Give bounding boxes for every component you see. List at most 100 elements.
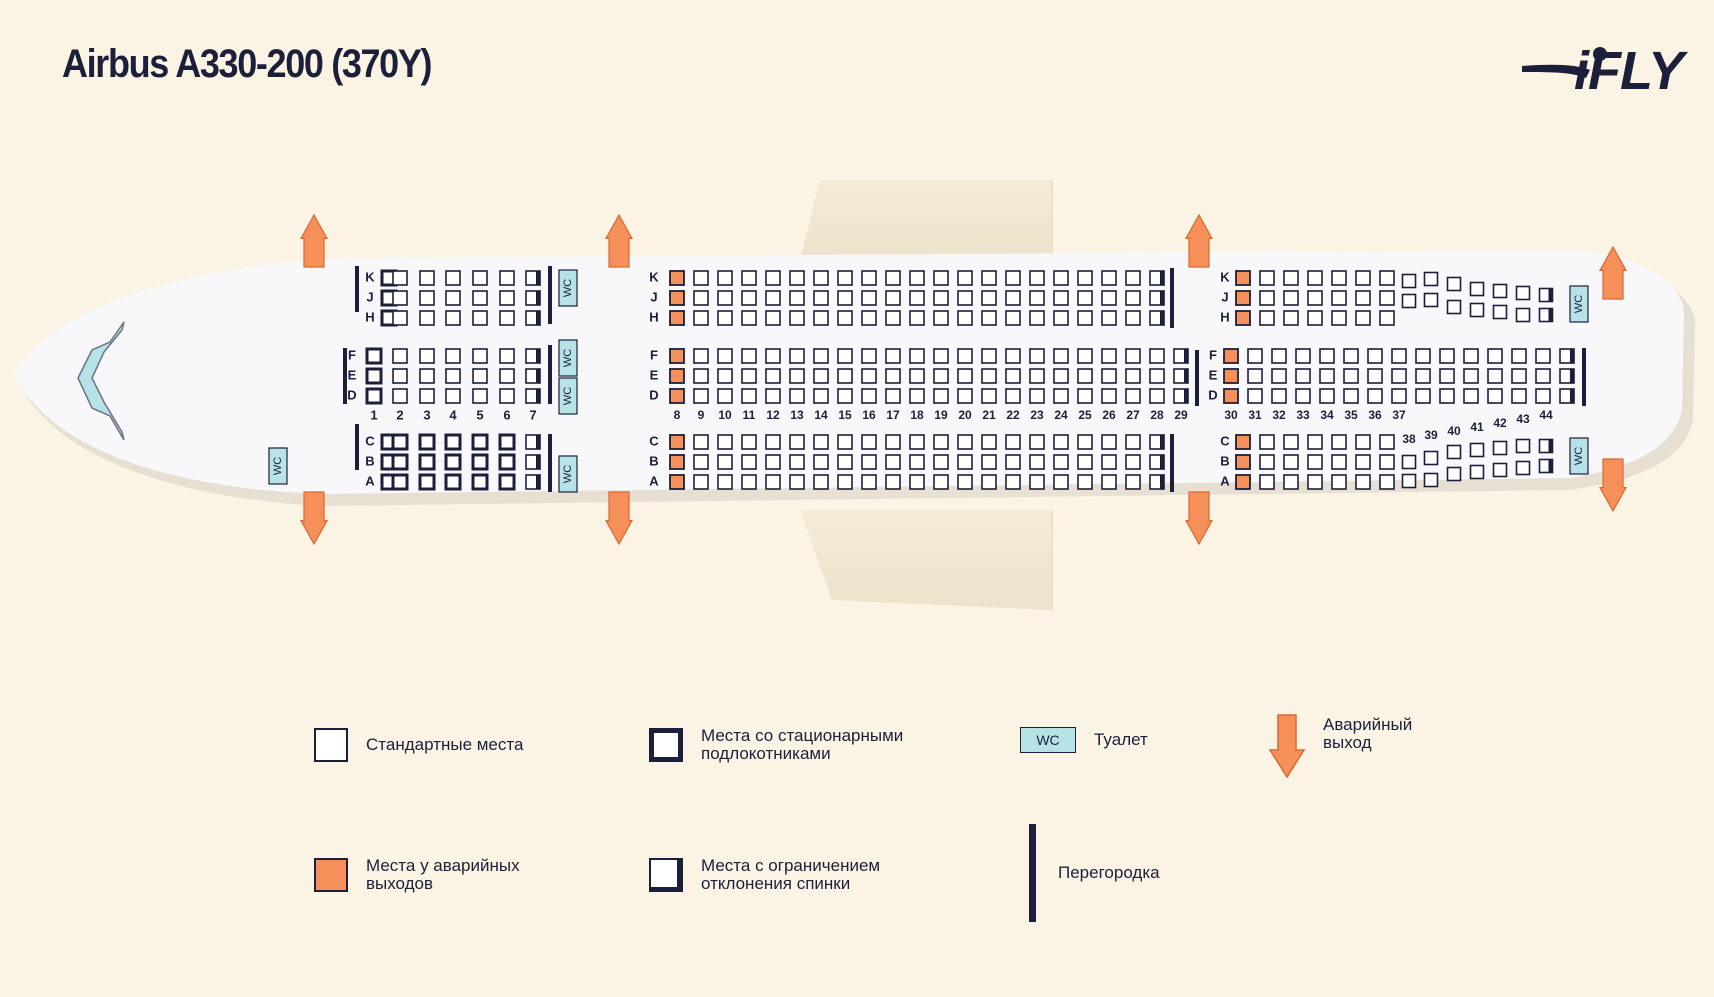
seat[interactable]	[1379, 270, 1395, 286]
seat[interactable]	[1247, 368, 1263, 384]
seat[interactable]	[1101, 348, 1117, 364]
seat[interactable]	[741, 434, 757, 450]
seat[interactable]	[1053, 348, 1069, 364]
seat[interactable]	[885, 434, 901, 450]
seat[interactable]	[1331, 310, 1347, 326]
seat[interactable]	[392, 290, 408, 306]
seat[interactable]	[1307, 434, 1323, 450]
seat[interactable]	[1367, 388, 1383, 404]
seat[interactable]	[498, 433, 516, 451]
seat[interactable]	[861, 388, 877, 404]
seat[interactable]	[789, 434, 805, 450]
seat[interactable]	[1355, 310, 1371, 326]
seat[interactable]	[1343, 368, 1359, 384]
seat[interactable]	[419, 290, 435, 306]
seat[interactable]	[1247, 388, 1263, 404]
seat[interactable]	[498, 453, 516, 471]
seat[interactable]	[445, 368, 461, 384]
seat[interactable]	[717, 290, 733, 306]
seat[interactable]	[445, 310, 461, 326]
seat[interactable]	[1235, 454, 1251, 470]
seat[interactable]	[813, 270, 829, 286]
seat[interactable]	[741, 310, 757, 326]
seat[interactable]	[693, 270, 709, 286]
seat[interactable]	[1319, 388, 1335, 404]
seat[interactable]	[909, 368, 925, 384]
seat[interactable]	[1235, 270, 1251, 286]
seat[interactable]	[669, 474, 685, 490]
seat[interactable]	[693, 310, 709, 326]
seat[interactable]	[813, 388, 829, 404]
seat[interactable]	[419, 310, 435, 326]
seat[interactable]	[1271, 388, 1287, 404]
seat[interactable]	[885, 270, 901, 286]
seat[interactable]	[933, 310, 949, 326]
seat[interactable]	[693, 388, 709, 404]
seat[interactable]	[1235, 434, 1251, 450]
seat[interactable]	[669, 388, 685, 404]
seat[interactable]	[1423, 450, 1439, 466]
seat[interactable]	[981, 290, 997, 306]
seat[interactable]	[1423, 271, 1439, 287]
seat[interactable]	[981, 270, 997, 286]
seat[interactable]	[1463, 368, 1479, 384]
seat[interactable]	[1005, 290, 1021, 306]
seat[interactable]	[789, 348, 805, 364]
seat[interactable]	[717, 368, 733, 384]
seat[interactable]	[1355, 474, 1371, 490]
seat[interactable]	[981, 310, 997, 326]
seat[interactable]	[837, 310, 853, 326]
seat[interactable]	[1391, 348, 1407, 364]
seat[interactable]	[1319, 348, 1335, 364]
seat[interactable]	[392, 368, 408, 384]
seat[interactable]	[445, 388, 461, 404]
seat[interactable]	[813, 348, 829, 364]
seat[interactable]	[418, 453, 436, 471]
seat[interactable]	[789, 270, 805, 286]
seat[interactable]	[472, 388, 488, 404]
seat[interactable]	[957, 348, 973, 364]
seat[interactable]	[717, 310, 733, 326]
seat[interactable]	[499, 290, 515, 306]
seat[interactable]	[1005, 454, 1021, 470]
seat[interactable]	[909, 348, 925, 364]
seat[interactable]	[1053, 434, 1069, 450]
seat[interactable]	[1101, 474, 1117, 490]
seat[interactable]	[1415, 368, 1431, 384]
seat[interactable]	[471, 473, 489, 491]
seat[interactable]	[1295, 368, 1311, 384]
seat[interactable]	[861, 474, 877, 490]
seat[interactable]	[813, 474, 829, 490]
seat[interactable]	[365, 367, 383, 385]
seat[interactable]	[1487, 368, 1503, 384]
seat[interactable]	[1077, 310, 1093, 326]
seat[interactable]	[1401, 473, 1417, 489]
seat[interactable]	[1492, 283, 1508, 299]
seat[interactable]	[419, 388, 435, 404]
seat[interactable]	[957, 454, 973, 470]
seat[interactable]	[1307, 270, 1323, 286]
seat[interactable]	[1446, 466, 1462, 482]
seat[interactable]	[419, 368, 435, 384]
seat[interactable]	[813, 434, 829, 450]
seat[interactable]	[693, 348, 709, 364]
seat[interactable]	[1077, 454, 1093, 470]
seat[interactable]	[1259, 270, 1275, 286]
seat[interactable]	[765, 290, 781, 306]
seat[interactable]	[1355, 434, 1371, 450]
seat[interactable]	[1283, 474, 1299, 490]
seat[interactable]	[885, 474, 901, 490]
seat[interactable]	[1391, 368, 1407, 384]
seat[interactable]	[933, 348, 949, 364]
seat[interactable]	[1367, 348, 1383, 364]
seat[interactable]	[1391, 388, 1407, 404]
seat[interactable]	[1005, 348, 1021, 364]
seat[interactable]	[1515, 307, 1531, 323]
seat[interactable]	[765, 388, 781, 404]
seat[interactable]	[957, 368, 973, 384]
seat[interactable]	[1029, 348, 1045, 364]
seat[interactable]	[1077, 388, 1093, 404]
seat[interactable]	[1307, 310, 1323, 326]
seat[interactable]	[741, 270, 757, 286]
seat[interactable]	[1125, 290, 1141, 306]
